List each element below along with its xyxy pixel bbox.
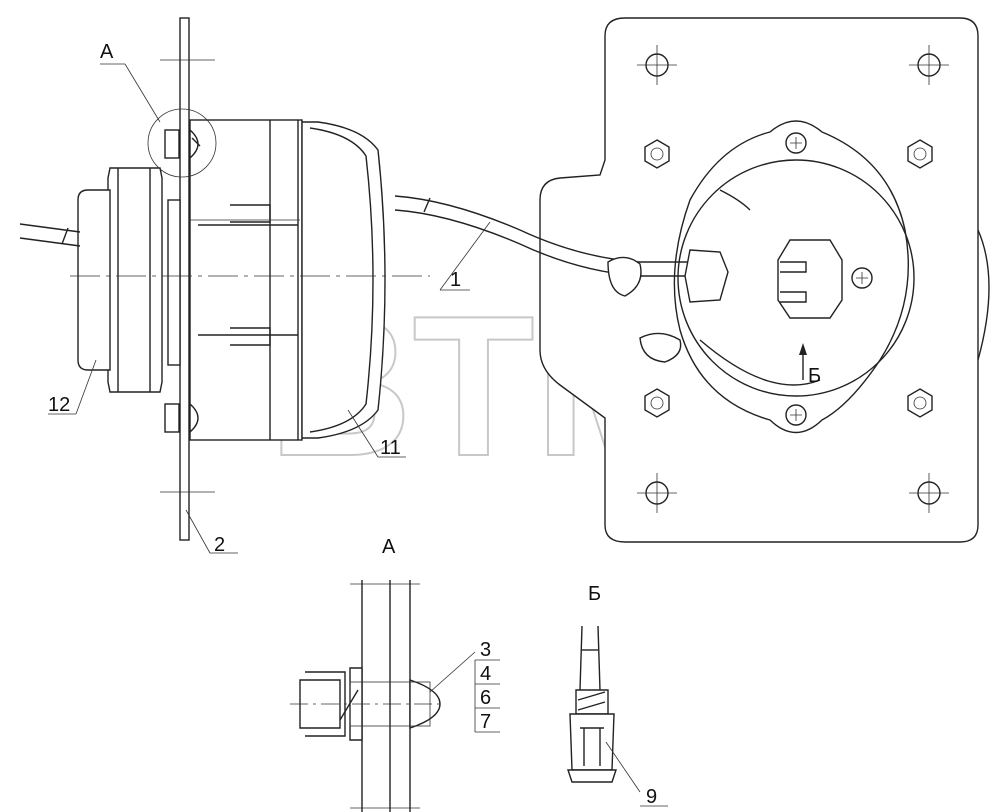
callout-1: 1 <box>450 269 461 291</box>
bottom-screw <box>164 402 199 434</box>
top-screw <box>164 128 201 160</box>
detail-a-marker: А <box>100 41 217 178</box>
detail-b: Б <box>567 583 641 793</box>
callout-9: 9 <box>646 786 657 808</box>
callout-3: 3 <box>480 639 491 661</box>
callout-11: 11 <box>380 437 401 459</box>
rear-socket <box>19 167 181 393</box>
detail-a-marker-label: А <box>100 41 114 63</box>
view-b-arrow: Б <box>799 343 821 387</box>
lamp-housing <box>189 119 386 441</box>
view-b-arrow-label: Б <box>808 365 821 387</box>
leader-lines <box>48 221 668 807</box>
detail-b-title: Б <box>588 583 601 605</box>
wire <box>394 195 729 363</box>
hex-nuts <box>644 139 933 418</box>
callout-6: 6 <box>480 687 491 709</box>
detail-a-title: А <box>382 536 396 558</box>
callout-7: 7 <box>480 711 491 733</box>
callout-labels: 1 2 3 4 6 7 9 11 12 <box>48 269 657 808</box>
callout-12: 12 <box>48 394 70 416</box>
detail-a: А <box>290 536 500 812</box>
lamp-rear-body <box>673 120 915 434</box>
callout-4: 4 <box>480 663 491 685</box>
callout-2: 2 <box>214 534 225 556</box>
plate-holes <box>637 45 949 513</box>
